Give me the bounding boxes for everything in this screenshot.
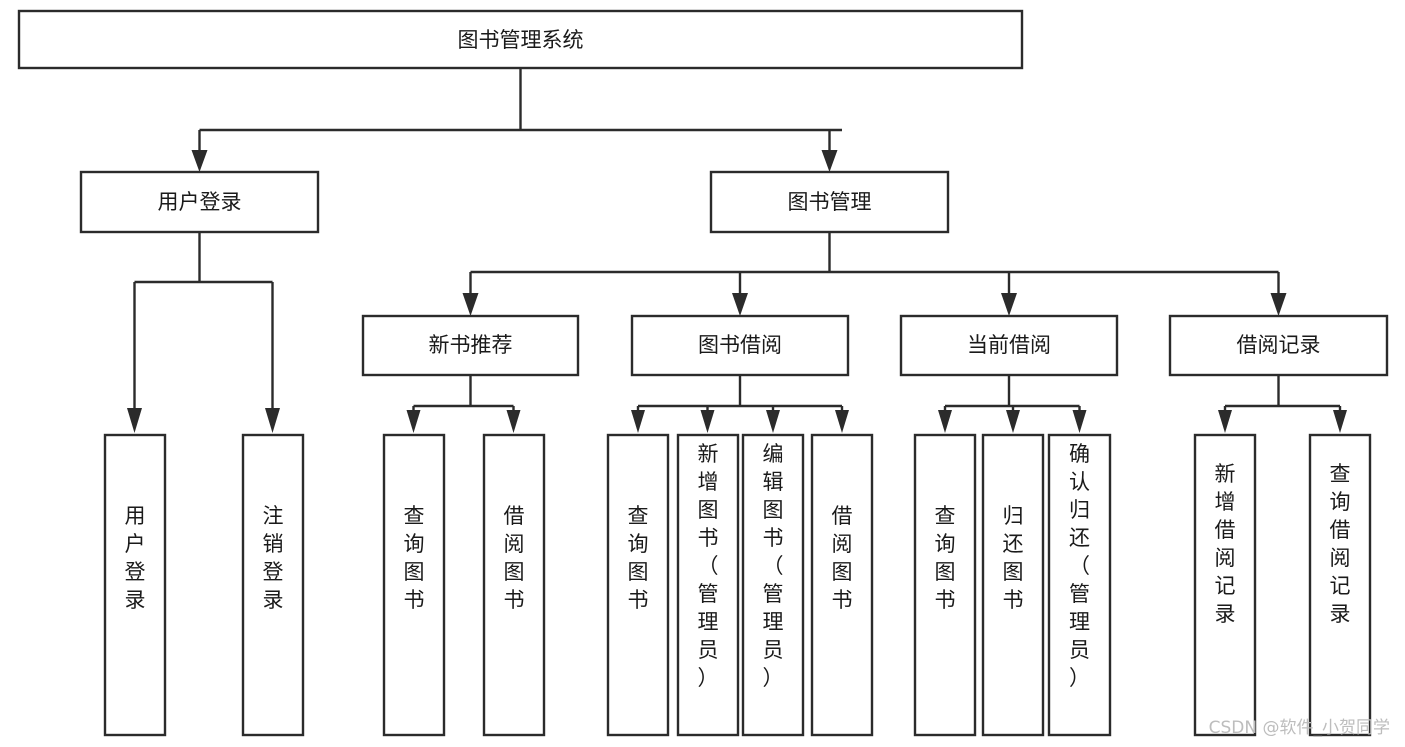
node-root-box[interactable] <box>17 9 1024 70</box>
leaf-add-record-box[interactable] <box>1193 433 1257 737</box>
leaf-borrow-book-1[interactable]: 借阅图书 <box>482 433 546 737</box>
leaf-user-login-label: 用户登录 <box>125 504 146 612</box>
leaf-borrow-book-2-box[interactable] <box>810 433 874 737</box>
arrow-head-book-manage <box>821 150 838 172</box>
arrow-head-book-borrow <box>732 293 748 316</box>
leaf-user-login[interactable]: 用户登录 <box>103 433 167 737</box>
node-borrow-record-box[interactable] <box>1168 314 1389 377</box>
leaf-user-logout[interactable]: 注销登录 <box>241 433 305 737</box>
leaf-query-book-2-box[interactable] <box>606 433 670 737</box>
node-book-manage[interactable]: 图书管理 <box>709 170 950 234</box>
node-book-borrow-box[interactable] <box>630 314 850 377</box>
leaf-query-record[interactable]: 查询借阅记录 <box>1308 433 1372 737</box>
leaf-borrow-book-2-label: 借阅图书 <box>832 504 853 612</box>
leaf-add-book[interactable]: 新增图书（管理员） <box>676 433 740 737</box>
leaf-query-record-box[interactable] <box>1308 433 1372 737</box>
arrow-head-borrow-book-2 <box>835 410 849 433</box>
leaf-return-book[interactable]: 归还图书 <box>981 433 1045 737</box>
leaf-query-book-1-label: 查询图书 <box>404 504 425 612</box>
leaf-user-logout-label: 注销登录 <box>263 504 284 612</box>
leaf-confirm-return-label: 确认归还（管理员） <box>1069 442 1090 690</box>
leaf-query-book-1[interactable]: 查询图书 <box>382 433 446 737</box>
leaf-borrow-book-2[interactable]: 借阅图书 <box>810 433 874 737</box>
arrow-head-query-record <box>1333 410 1347 433</box>
arrow-head-leaf-user-logout <box>265 408 280 433</box>
csdn-watermark: CSDN @软件_小贺同学 <box>1209 718 1390 738</box>
leaf-query-book-2[interactable]: 查询图书 <box>606 433 670 737</box>
node-root[interactable]: 图书管理系统 <box>17 9 1024 70</box>
node-new-book-rec[interactable]: 新书推荐 <box>361 314 580 377</box>
arrow-head-leaf-user-login <box>127 408 142 433</box>
node-user-login-box[interactable] <box>79 170 320 234</box>
arrow-head-new-book-rec <box>462 293 479 316</box>
arrow-head-confirm-return <box>1072 410 1087 433</box>
node-book-borrow-label: 图书借阅 <box>698 333 782 357</box>
node-book-manage-box[interactable] <box>709 170 950 234</box>
node-new-book-rec-box[interactable] <box>361 314 580 377</box>
arrow-head-query-book-1 <box>406 410 421 433</box>
arrow-head-borrow-record <box>1270 293 1287 316</box>
arrow-head-query-book-2 <box>631 410 645 433</box>
arrow-head-add-record <box>1218 410 1232 433</box>
node-user-login-label: 用户登录 <box>158 190 242 214</box>
leaf-borrow-book-1-box[interactable] <box>482 433 546 737</box>
arrow-head-user-login <box>191 150 208 172</box>
leaf-edit-book-box[interactable] <box>741 433 805 737</box>
leaf-borrow-book-1-label: 借阅图书 <box>504 504 525 612</box>
arrow-head-add-book <box>700 410 715 433</box>
node-current-borrow-box[interactable] <box>899 314 1119 377</box>
leaf-user-login-box[interactable] <box>103 433 167 737</box>
node-book-manage-label: 图书管理 <box>788 190 872 214</box>
leaf-query-book-3-box[interactable] <box>913 433 977 737</box>
leaf-add-book-label: 新增图书（管理员） <box>698 442 719 690</box>
leaf-query-record-label: 查询借阅记录 <box>1330 462 1351 626</box>
leaf-query-book-1-box[interactable] <box>382 433 446 737</box>
leaf-confirm-return[interactable]: 确认归还（管理员） <box>1047 433 1112 737</box>
arrow-head-return-book <box>1006 410 1020 433</box>
node-user-login[interactable]: 用户登录 <box>79 170 320 234</box>
leaf-add-book-box[interactable] <box>676 433 740 737</box>
node-new-book-rec-label: 新书推荐 <box>429 333 513 357</box>
leaf-query-book-3-label: 查询图书 <box>935 504 956 612</box>
leaf-add-record-label: 新增借阅记录 <box>1215 462 1236 626</box>
connector-layer <box>127 68 1347 433</box>
node-borrow-record[interactable]: 借阅记录 <box>1168 314 1389 377</box>
arrow-head-borrow-book-1 <box>506 410 521 433</box>
arrow-head-current-borrow <box>1001 293 1017 316</box>
node-borrow-record-label: 借阅记录 <box>1237 333 1321 357</box>
leaf-query-book-3[interactable]: 查询图书 <box>913 433 977 737</box>
leaf-return-book-label: 归还图书 <box>1003 504 1024 612</box>
leaf-query-book-2-label: 查询图书 <box>628 504 649 612</box>
node-current-borrow-label: 当前借阅 <box>967 333 1051 357</box>
node-book-borrow[interactable]: 图书借阅 <box>630 314 850 377</box>
node-root-label: 图书管理系统 <box>458 28 584 52</box>
leaf-add-record[interactable]: 新增借阅记录 <box>1193 433 1257 737</box>
leaf-edit-book-label: 编辑图书（管理员） <box>763 442 784 690</box>
arrow-head-edit-book <box>766 410 780 433</box>
leaf-confirm-return-box[interactable] <box>1047 433 1112 737</box>
leaf-edit-book[interactable]: 编辑图书（管理员） <box>741 433 805 737</box>
arrow-head-query-book-3 <box>938 410 952 433</box>
leaf-user-logout-box[interactable] <box>241 433 305 737</box>
node-current-borrow[interactable]: 当前借阅 <box>899 314 1119 377</box>
leaf-return-book-box[interactable] <box>981 433 1045 737</box>
